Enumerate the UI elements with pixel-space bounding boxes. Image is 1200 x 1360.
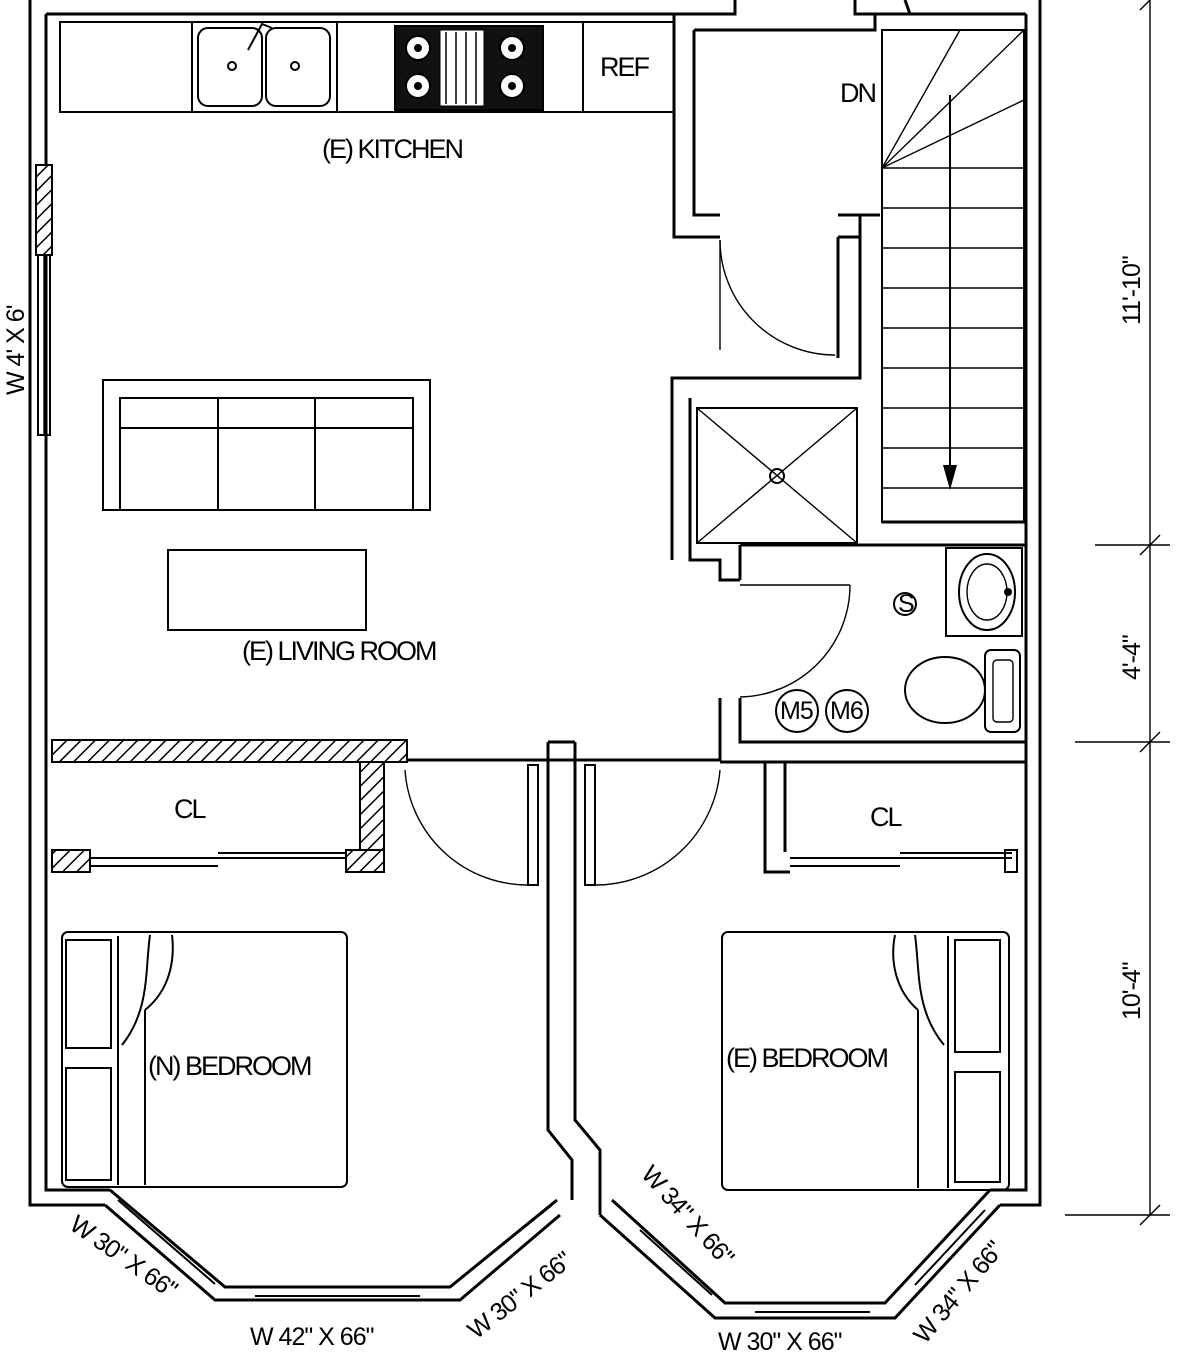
dimension-lines: 11'-10" 4'-4" 10'-4" (1065, 0, 1170, 1226)
kitchen-label: (E) KITCHEN (322, 134, 463, 164)
refrigerator-icon: REF (582, 21, 675, 113)
bay-right-window-3-label: W 34" X 66" (908, 1236, 1009, 1349)
bedroom-new-label: (N) BEDROOM (148, 1051, 311, 1081)
side-window-label: W 4' X 6' (2, 305, 30, 395)
bed-right-icon (721, 931, 1010, 1191)
meter-m6-label: M6 (830, 697, 863, 725)
shower-valve-label: S (898, 590, 914, 618)
meter-m5-icon: M5 (775, 689, 819, 733)
kitchen-counter: REF (59, 21, 675, 113)
bed-left-icon (61, 931, 348, 1188)
bay-window-right (598, 1188, 1002, 1320)
toilet-icon (904, 649, 1021, 733)
meter-m5-label: M5 (780, 697, 813, 725)
meter-m6-icon: M6 (825, 689, 869, 733)
shower-valve-icon: S (893, 590, 917, 618)
exterior-walls (28, 0, 1042, 1207)
kitchen-sink-icon (191, 21, 338, 113)
stairs: DN (840, 29, 1025, 523)
bay-right-window-2-label: W 30" X 66" (718, 1328, 842, 1356)
closet-right-label: CL (870, 802, 902, 832)
bay-right-window-1-label: W 34" X 66" (636, 1160, 740, 1271)
dimension-lower-label: 10'-4" (1118, 962, 1146, 1020)
closet-left: CL (51, 739, 408, 873)
refrigerator-label: REF (600, 52, 650, 82)
bay-window-left (104, 1188, 561, 1302)
bay-left-window-2-label: W 42" X 66" (250, 1323, 374, 1351)
bedroom-partition (546, 740, 602, 1215)
coffee-table-icon (167, 549, 367, 631)
sofa-icon (102, 379, 431, 511)
interior-walls-upper (52, 14, 1026, 764)
bathroom-fixtures: S M5 M6 (775, 547, 1023, 733)
stair-direction-label: DN (840, 78, 875, 108)
stove-icon (394, 25, 544, 111)
dimension-middle-label: 4'-4" (1118, 635, 1146, 680)
closet-right: CL (763, 762, 1018, 874)
bedroom-existing-label: (E) BEDROOM (726, 1043, 888, 1073)
living-room-label: (E) LIVING ROOM (242, 636, 436, 666)
doors (404, 239, 851, 886)
side-window (35, 164, 53, 436)
dimension-upper-label: 11'-10" (1118, 256, 1146, 325)
shower-icon (696, 407, 858, 544)
closet-left-label: CL (174, 794, 206, 824)
sink-icon (958, 553, 1016, 631)
